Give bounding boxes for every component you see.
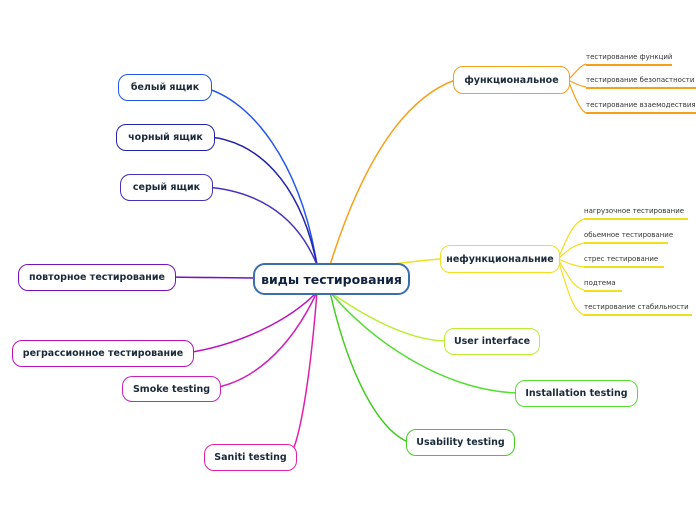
branch-nonfunctional[interactable]: нефункциональние (440, 245, 560, 273)
connector-nonfunc-leaf-4 (557, 258, 585, 291)
connector-regression (185, 291, 318, 354)
connector-nonfunc-leaf-2 (557, 242, 585, 260)
branch-smoke[interactable]: Smoke testing (122, 376, 221, 402)
branch-usability[interactable]: Usability testing (406, 429, 515, 456)
nonfunctional-leaf[interactable]: обьемное тестирование (584, 231, 673, 244)
connector-black-box (207, 136, 318, 266)
connector-functional (329, 79, 456, 266)
connector-func-leaf-1 (567, 63, 587, 81)
branch-black-box[interactable]: чорный ящик (116, 124, 215, 151)
connector-nonfunc-leaf-1 (557, 218, 585, 260)
nonfunctional-leaf[interactable]: тестирование стабильности (584, 303, 692, 316)
connector-ui (329, 291, 446, 342)
connector-nonfunc-leaf-5 (557, 258, 585, 316)
functional-leaf[interactable]: тестирование безопастности (586, 76, 696, 89)
branch-functional[interactable]: функциональное (453, 66, 570, 94)
branch-installation[interactable]: Installation testing (515, 380, 638, 407)
branch-grey-box[interactable]: серый ящик (120, 174, 213, 201)
connector-func-leaf-3 (567, 79, 587, 114)
nonfunctional-leaf[interactable]: нагрузочное тестирование (584, 207, 688, 220)
functional-leaf[interactable]: тестирование функций (586, 53, 672, 66)
branch-sanity[interactable]: Saniti testing (204, 444, 297, 471)
central-topic[interactable]: виды тестирования (253, 263, 410, 295)
nonfunctional-leaf[interactable]: подтема (584, 279, 622, 292)
connector-white-box (204, 87, 318, 266)
functional-leaf[interactable]: тестирование взаемодествия (586, 101, 696, 114)
branch-retest[interactable]: повторное тестирование (18, 264, 176, 291)
connector-usability (329, 291, 409, 443)
connector-smoke (205, 291, 318, 390)
nonfunctional-leaf[interactable]: стрес тестирование (584, 255, 664, 268)
branch-ui[interactable]: User interface (444, 328, 540, 355)
connector-nonfunc-leaf-3 (557, 258, 585, 268)
branch-regression[interactable]: реграссионное тестирование (12, 340, 194, 367)
connector-grey-box (204, 186, 318, 266)
connector-installation (329, 291, 517, 394)
branch-white-box[interactable]: белый ящик (118, 74, 212, 101)
